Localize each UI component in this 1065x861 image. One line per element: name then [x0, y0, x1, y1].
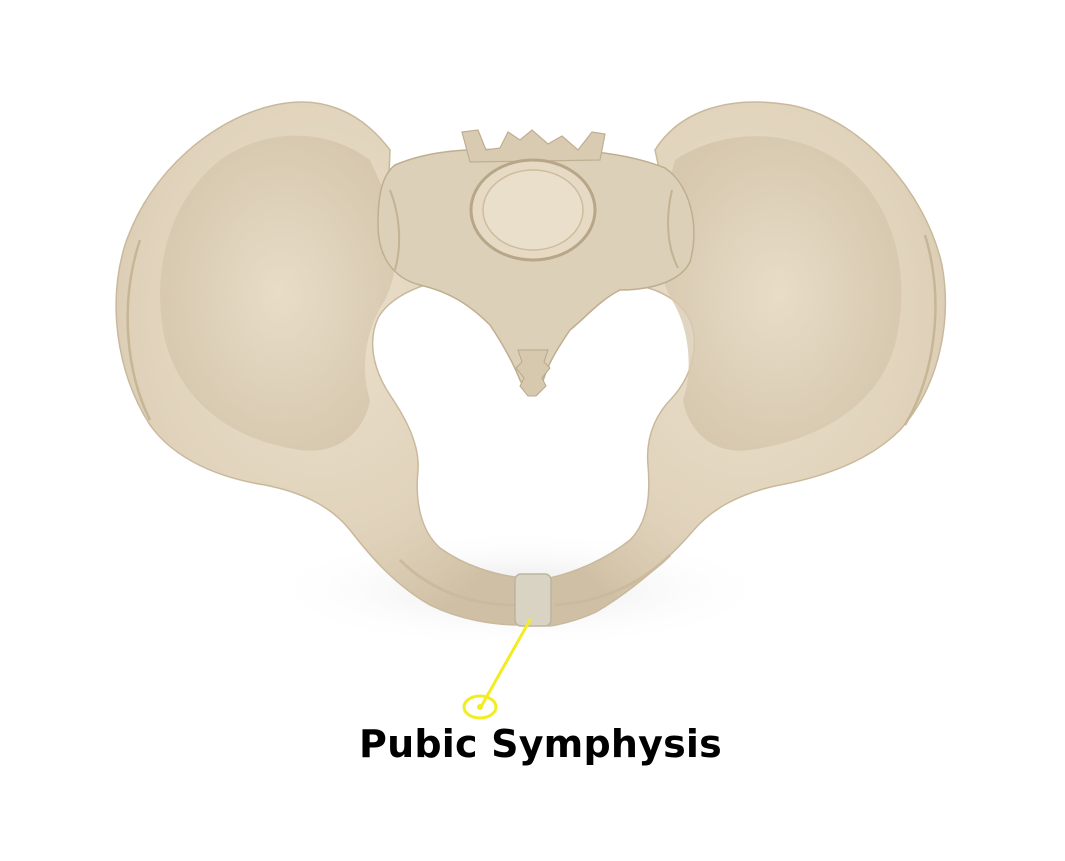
sacral-crest: [461, 129, 606, 163]
left-iliac-fossa: [160, 135, 397, 451]
pointer-line: [480, 618, 532, 707]
pointer-dot: [477, 704, 483, 710]
right-pubic-ramus: [554, 553, 672, 607]
pubic-symphysis-cartilage: [514, 573, 552, 627]
structure-label: Pubic Symphysis: [359, 722, 722, 766]
coccyx: [515, 349, 551, 397]
right-iliac-crest: [903, 234, 937, 426]
left-iliac-crest: [126, 239, 152, 421]
sacral-ala-ridge-right: [667, 189, 679, 269]
pointer-ring: [462, 694, 498, 720]
sacral-ala-ridge-left: [389, 189, 401, 271]
left-pubic-ramus: [398, 558, 516, 607]
right-iliac-fossa: [658, 136, 902, 451]
